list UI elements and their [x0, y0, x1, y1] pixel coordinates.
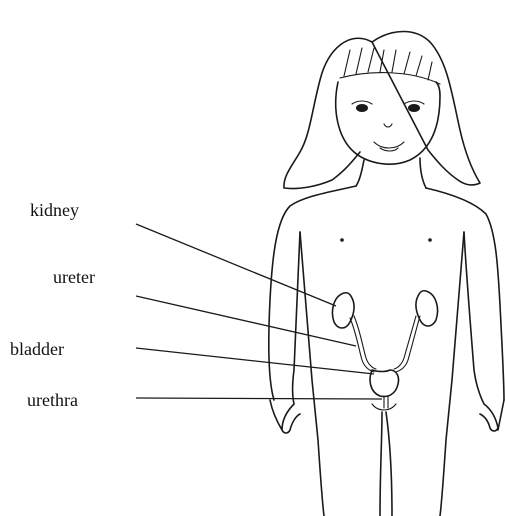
right-arm	[464, 232, 504, 431]
ureter-label: ureter	[53, 267, 95, 287]
bladder-shape	[370, 370, 398, 397]
ureter-right-shape	[394, 316, 420, 372]
urinary-organs	[332, 291, 437, 408]
ureter-left-shape	[350, 316, 376, 372]
nose	[384, 124, 392, 127]
child-figure	[269, 32, 504, 516]
hair	[284, 32, 480, 189]
ureter-leader	[136, 296, 356, 346]
kidney-label: kidney	[30, 200, 79, 220]
urethra-shape	[384, 396, 388, 408]
right-eye	[408, 104, 420, 112]
urethra-label: urethra	[27, 390, 78, 410]
nipple-left	[340, 238, 344, 242]
torso	[300, 232, 464, 516]
kidney-leader	[136, 224, 336, 306]
face	[336, 82, 440, 164]
kidney-left-shape	[332, 293, 354, 328]
left-eye	[356, 104, 368, 112]
bladder-label: bladder	[10, 339, 64, 359]
legs	[380, 412, 392, 516]
neck	[356, 158, 426, 188]
urethra-leader	[136, 398, 382, 399]
mouth	[374, 142, 404, 151]
hair-fringe	[340, 48, 440, 84]
nipple-right	[428, 238, 432, 242]
bladder-leader	[136, 348, 374, 374]
